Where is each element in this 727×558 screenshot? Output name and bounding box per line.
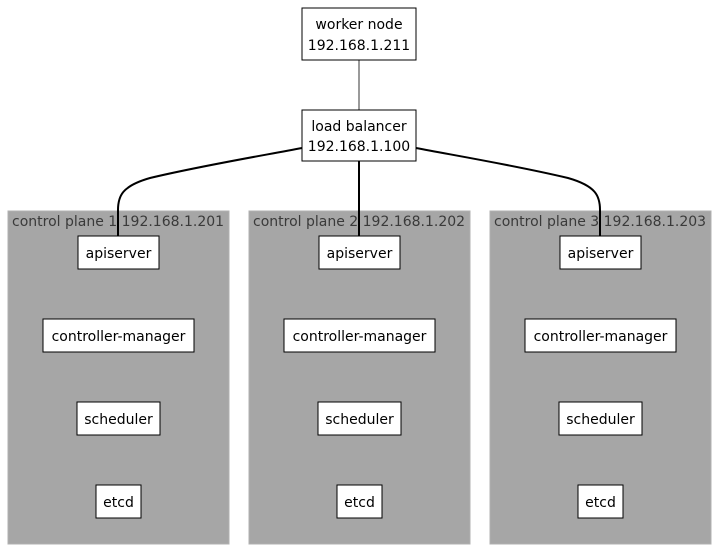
- load-balancer-name: load balancer: [311, 119, 406, 135]
- control-plane-2-components: apiserver controller-manager scheduler e…: [283, 235, 436, 519]
- controller-manager-box: [42, 318, 195, 353]
- scheduler-label: scheduler: [566, 412, 635, 428]
- scheduler-box: [317, 401, 402, 436]
- load-balancer-node: load balancer 192.168.1.100: [301, 109, 417, 162]
- etcd-box: [577, 484, 624, 519]
- edges: [117, 60, 601, 236]
- etcd-box: [336, 484, 383, 519]
- load-balancer-box: [301, 109, 417, 162]
- controller-manager-label: controller-manager: [293, 329, 427, 345]
- worker-node-name: worker node: [315, 17, 402, 33]
- scheduler-label: scheduler: [84, 412, 153, 428]
- edge-load-balancer-to-apiserver-3: [415, 147, 601, 236]
- control-plane-1-components: apiserver controller-manager scheduler e…: [42, 235, 195, 519]
- apiserver-box: [77, 235, 160, 270]
- apiserver-label: apiserver: [86, 246, 152, 262]
- scheduler-box: [558, 401, 643, 436]
- apiserver-label: apiserver: [327, 246, 393, 262]
- edge-load-balancer-to-apiserver-1: [117, 147, 303, 236]
- controller-manager-label: controller-manager: [52, 329, 186, 345]
- apiserver-box: [559, 235, 642, 270]
- worker-node-box: [301, 7, 417, 61]
- controller-manager-box: [283, 318, 436, 353]
- etcd-label: etcd: [585, 495, 616, 511]
- worker-node: worker node 192.168.1.211: [301, 7, 417, 61]
- controller-manager-box: [524, 318, 677, 353]
- apiserver-label: apiserver: [568, 246, 634, 262]
- apiserver-box: [318, 235, 401, 270]
- scheduler-label: scheduler: [325, 412, 394, 428]
- worker-node-ip: 192.168.1.211: [308, 38, 410, 54]
- etcd-label: etcd: [344, 495, 375, 511]
- load-balancer-ip: 192.168.1.100: [308, 139, 410, 155]
- control-plane-3-components: apiserver controller-manager scheduler e…: [524, 235, 677, 519]
- etcd-label: etcd: [103, 495, 134, 511]
- controller-manager-label: controller-manager: [534, 329, 668, 345]
- scheduler-box: [76, 401, 161, 436]
- etcd-box: [95, 484, 142, 519]
